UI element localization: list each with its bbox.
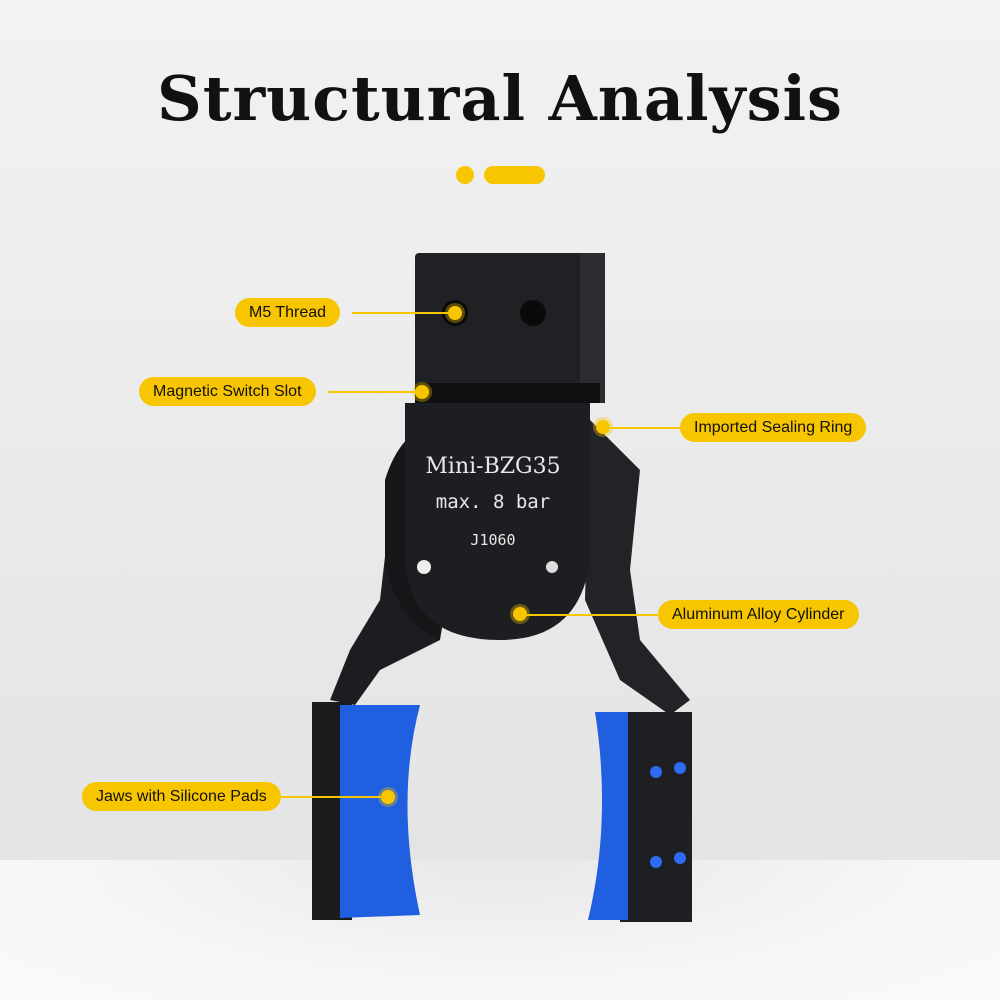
callout-line: [352, 312, 452, 314]
callout-m5-thread: M5 Thread: [235, 298, 341, 327]
callout-point: [448, 306, 462, 320]
title-decoration-bar: [484, 166, 545, 184]
callout-jaws-with-silicone-pads: Jaws with Silicone Pads: [82, 782, 281, 811]
callout-imported-sealing-ring: Imported Sealing Ring: [680, 413, 867, 442]
callout-point: [596, 420, 610, 434]
callout-point: [381, 790, 395, 804]
pressure-marking: max. 8 bar: [436, 491, 550, 513]
callout-point: [415, 385, 429, 399]
callout-magnetic-switch-slot: Magnetic Switch Slot: [139, 377, 316, 406]
model-marking: Mini-BZG35: [425, 454, 560, 479]
code-marking: J1060: [470, 531, 515, 549]
callout-line: [273, 796, 385, 798]
callout-point: [513, 607, 527, 621]
callout-line: [328, 391, 420, 393]
page-title: Structural Analysis: [157, 62, 843, 135]
callout-aluminum-alloy-cylinder: Aluminum Alloy Cylinder: [658, 600, 859, 629]
title-decoration-dot: [456, 166, 474, 184]
callout-line: [522, 614, 658, 616]
sand-background: [0, 860, 1000, 1000]
callout-line: [604, 427, 680, 429]
